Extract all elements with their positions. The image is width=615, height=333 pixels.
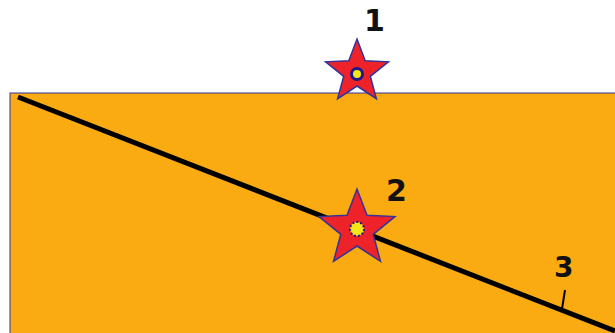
callout-number: 1 — [364, 6, 385, 36]
callout-number: 2 — [386, 176, 407, 206]
hypocenter-core — [354, 226, 360, 232]
leader-line — [562, 290, 565, 309]
fault-line — [18, 97, 615, 331]
ground-block — [10, 93, 615, 333]
epicenter-star — [326, 39, 389, 99]
epicenter-dot — [352, 69, 363, 80]
hypocenter-burst — [350, 222, 364, 236]
hypocenter-star — [319, 189, 395, 261]
callout-number: 3 — [554, 254, 573, 282]
